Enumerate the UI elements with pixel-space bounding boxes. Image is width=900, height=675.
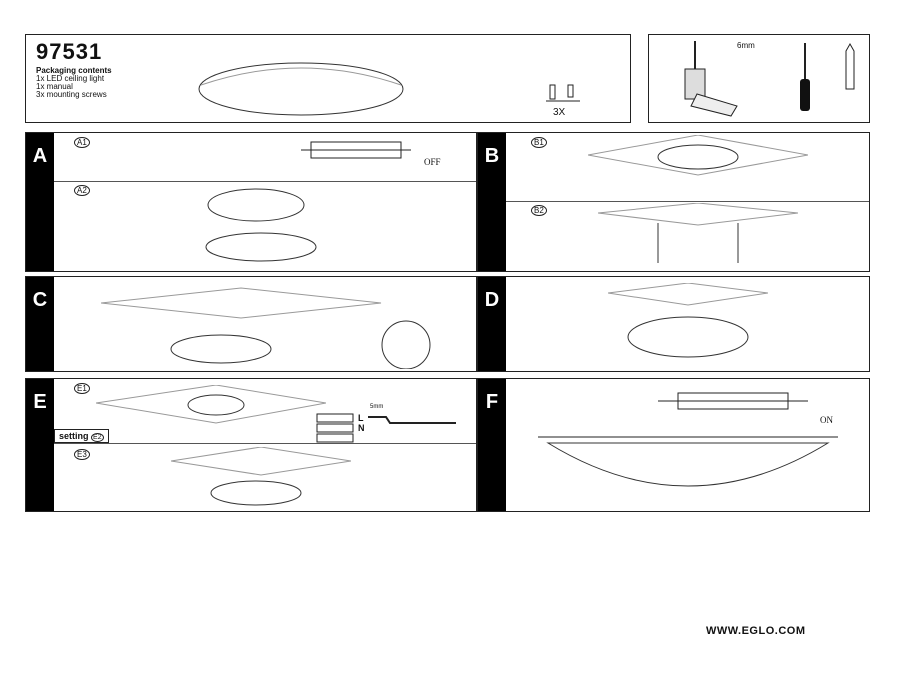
divider [54,181,476,182]
setting-text: setting [59,431,89,441]
screwdriver-icon [800,43,810,111]
substep-label: E3 [74,449,90,460]
packaging-contents-box: 97531 Packaging contents 1x LED ceiling … [25,34,631,123]
divider [506,201,869,202]
step-letter: A [26,133,54,271]
switch-on-label: ON [820,415,833,425]
strip-length-label: 5mm [370,404,384,410]
contents-item: 3x mounting screws [36,90,107,99]
screws-quantity: 3X [553,107,566,118]
wiring-illustration [101,287,431,369]
base-mounting-illustration [608,283,768,358]
step-letter: C [26,277,54,371]
ceiling-mounting-illustration [588,135,808,176]
terminal-block-icon [316,413,354,443]
step-letter: E [26,379,54,511]
substep-label: E2 [91,433,104,442]
substep-label: B2 [531,205,547,216]
step-letter: B [478,133,506,271]
substep-label: A2 [74,185,90,196]
switch-off-label: OFF [424,157,441,167]
contents-title: Packaging contents [36,66,112,75]
divider [54,443,476,444]
cover-attach-illustration [171,447,351,506]
contents-item: 1x LED ceiling light [36,74,105,83]
step-letter: F [478,379,506,511]
setting-label: setting E2 [54,429,109,443]
luminaire-removal-illustration [205,188,317,262]
substep-label: B1 [531,137,547,148]
substep-label: E1 [74,383,90,394]
wall-plug-icon [845,43,855,90]
drill-size: 6mm [737,41,755,50]
connection-illustration [96,385,326,424]
tools-box: 6mm [648,34,870,123]
step-letter: D [478,277,506,371]
step-e-panel: E E1 setting E2 N L 5mm E3 [25,378,477,512]
live-label: L [358,413,364,423]
wire-icon [368,416,456,424]
step-b-panel: B B1 B2 [477,132,870,272]
ceiling-light-illustration [198,62,404,116]
screws-icon [546,84,580,102]
drill-icon [684,41,738,117]
substep-label: A1 [74,137,90,148]
footer-url: WWW.EGLO.COM [706,625,806,637]
step-a-panel: A A1 OFF A2 [25,132,477,272]
drilling-illustration [598,203,798,263]
terminal-block-icon [658,392,808,410]
model-number: 97531 [36,39,103,64]
step-c-panel: C [25,276,477,372]
neutral-label: N [358,423,365,433]
step-d-panel: D [477,276,870,372]
contents-item: 1x manual [36,82,73,91]
terminal-block-icon [301,141,411,159]
installed-light-illustration [538,436,838,487]
step-f-panel: F ON [477,378,870,512]
